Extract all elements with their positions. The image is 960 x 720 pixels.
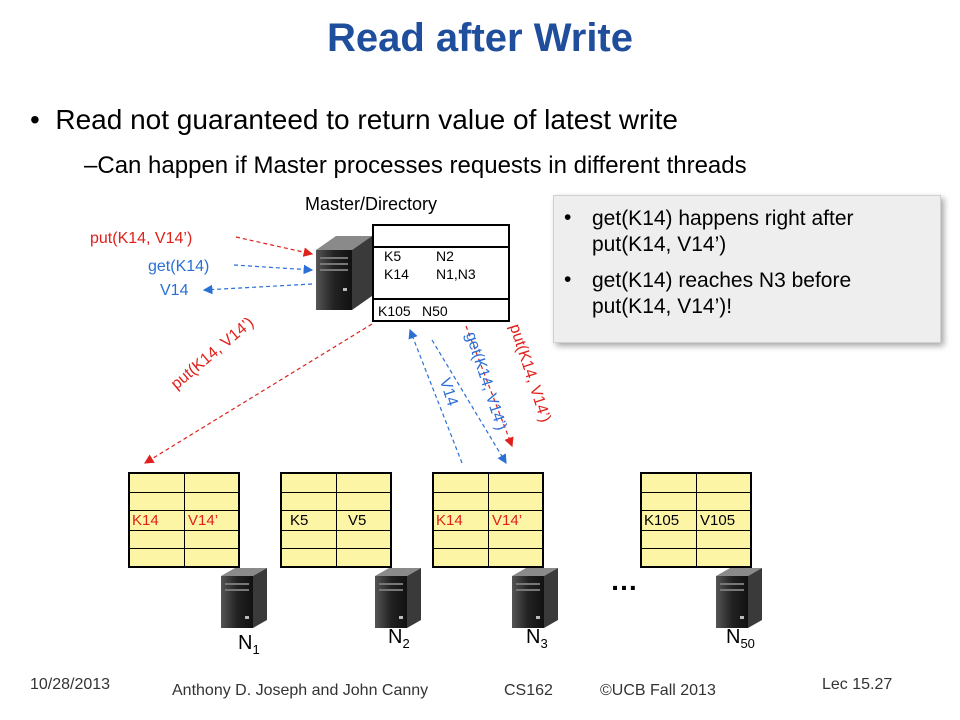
dir-key: K5 (384, 248, 402, 264)
bullet-main-text: Read not guaranteed to return value of l… (55, 104, 678, 135)
client-get-label: get(K14) (148, 258, 210, 275)
node-value: V14’ (188, 512, 219, 529)
node-label-n3: N3 (526, 626, 548, 651)
master-directory-table: K5 N2 K14 N1,N3 K105 N50 (372, 224, 510, 322)
dir-key: K105 (378, 303, 411, 319)
callout-bullet-icon: • (564, 206, 572, 229)
callout-item: get(K14) happens right after put(K14, V1… (592, 207, 854, 256)
node-table-n1: K14 V14’ (128, 472, 240, 568)
callout-box: • get(K14) happens right after put(K14, … (553, 195, 941, 343)
node-value: V105 (700, 512, 736, 529)
client-response-label: V14 (160, 282, 189, 299)
node-table-n2: K5 V5 (280, 472, 392, 568)
bullet-dot-icon: • (30, 104, 40, 135)
ellipsis: … (610, 565, 638, 596)
dash-icon: – (84, 152, 98, 179)
callout-item: get(K14) reaches N3 before put(K14, V14’… (592, 269, 852, 318)
node-server-icon-n1 (221, 568, 267, 628)
dir-value: N50 (422, 303, 448, 319)
node-label-n50: N50 (726, 626, 755, 651)
footer-date: 10/28/2013 (30, 676, 111, 693)
node-server-icon-n50 (716, 568, 762, 628)
node-key: K14 (132, 512, 159, 529)
footer-course: CS162 (504, 682, 553, 699)
callout-bullet-icon: • (564, 268, 572, 291)
put-to-n1-arrow (143, 323, 373, 464)
client-put-label: put(K14, V14’) (90, 230, 193, 247)
dir-value: N2 (436, 248, 454, 264)
master-server-icon (316, 236, 372, 310)
dir-key: K14 (384, 266, 409, 282)
footer-term: ©UCB Fall 2013 (600, 682, 716, 699)
node-key: K5 (290, 512, 309, 529)
node-server-icon-n3 (512, 568, 558, 628)
dir-value: N1,N3 (436, 266, 476, 282)
v14-back-arrow (408, 328, 463, 464)
node-table-n50: K105 V105 (640, 472, 752, 568)
node-value: V14’ (492, 512, 523, 529)
bullet-sub: –Can happen if Master processes requests… (84, 152, 747, 180)
node-server-icon-n2 (375, 568, 421, 628)
node-value: V5 (348, 512, 367, 529)
put-to-n3-arrow (465, 325, 514, 448)
slide-title: Read after Write (326, 16, 633, 60)
node-key: K105 (644, 512, 680, 529)
get-to-n3-arrow (431, 339, 507, 465)
node-key: K14 (436, 512, 463, 529)
get-client-arrow (233, 264, 314, 275)
node-label-n1: N1 (238, 632, 260, 657)
node-label-n2: N2 (388, 626, 410, 651)
footer-lecture: Lec 15.27 (822, 676, 893, 693)
bullet-sub-text: Can happen if Master processes requests … (97, 152, 747, 179)
master-label: Master/Directory (305, 194, 438, 214)
v14-client-arrow (202, 283, 313, 295)
node-table-n3: K14 V14’ (432, 472, 544, 568)
bullet-main: • Read not guaranteed to return value of… (30, 104, 678, 136)
footer-authors: Anthony D. Joseph and John Canny (172, 682, 429, 699)
put-client-arrow (235, 236, 314, 257)
